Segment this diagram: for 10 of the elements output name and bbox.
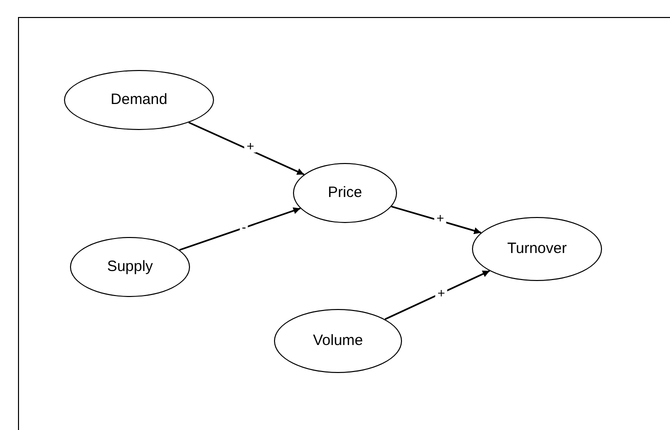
arrow [188,122,304,176]
arrow [179,207,301,251]
node-label: Turnover [507,238,567,259]
node-label: Price [328,182,362,203]
arrow [384,270,490,320]
node-label: Supply [107,256,153,277]
arrow [391,206,482,234]
node-label: Volume [312,330,364,351]
node-label: Demand [110,90,168,110]
edge-label: + [436,286,448,300]
